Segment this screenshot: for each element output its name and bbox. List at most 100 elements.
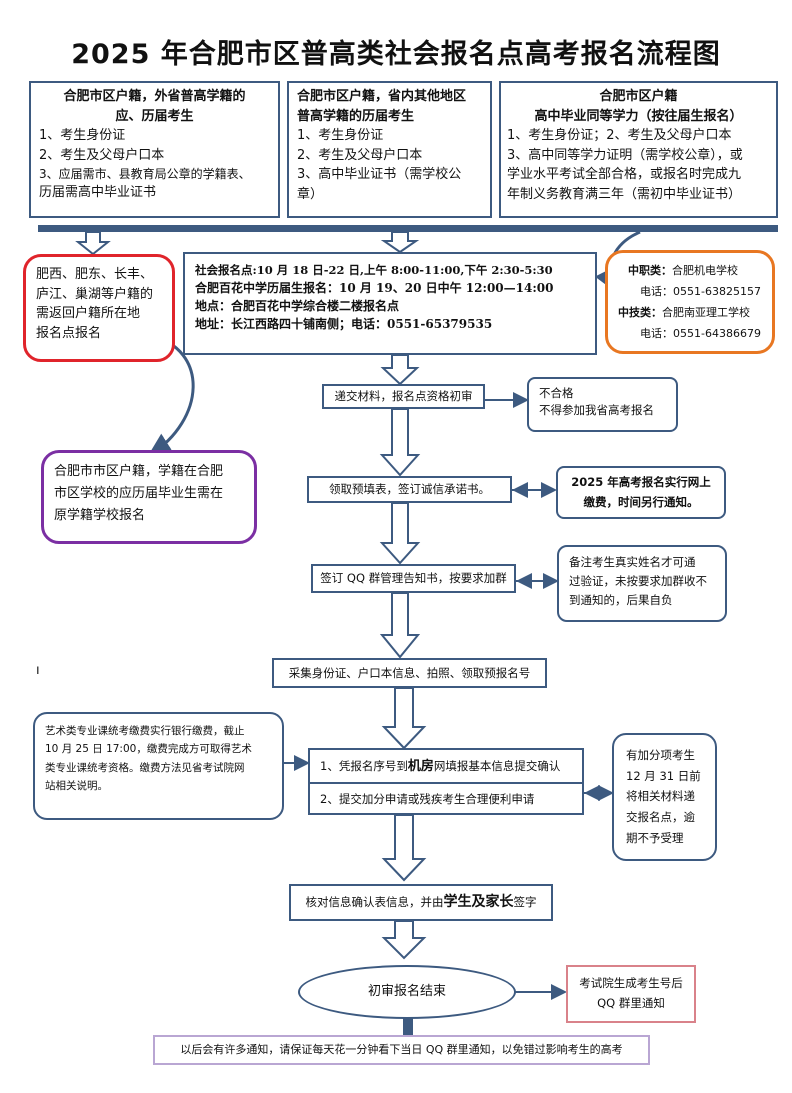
end-label: 初审报名结束: [367, 984, 446, 999]
qq-name-note: 备注考生真实姓名才可通 过验证，未按要求加群收不 到通知的，后果自负: [557, 545, 727, 622]
note-line: 缴费，时间另行通知。: [583, 494, 699, 509]
end-to-footer-bar: [403, 1010, 413, 1044]
req-item: 2、考生及父母户口本: [297, 147, 423, 163]
req-box-heading: 普高学籍的历届考生: [297, 108, 415, 124]
step-label-part: 核对信息确认表信息，并由: [305, 895, 444, 909]
note-line: 肥西、肥东、长丰、: [36, 267, 154, 282]
note-line: 艺术类专业课统考缴费实行银行缴费，截止: [45, 725, 245, 737]
urban-household-note: 合肥市市区户籍，学籍在合肥 市区学校的应历届毕业生需在 原学籍学校报名: [41, 450, 257, 544]
school-name: 合肥机电学校: [672, 264, 738, 277]
arrow-to-center-info: [380, 231, 420, 254]
divider-bar: [38, 225, 778, 232]
reject-note: 不合格 不得参加我省高考报名: [527, 377, 678, 432]
step-label: 递交材料，报名点资格初审: [334, 389, 473, 403]
info-line: 地址：长江西路四十铺南侧；电话：0551-65379535: [195, 317, 493, 332]
arrow-to-left-red: [75, 231, 111, 256]
step-join-qq-group: 签订 QQ 群管理告知书，按要求加群: [311, 564, 516, 593]
fee-note: 2025 年高考报名实行网上 缴费，时间另行通知。: [556, 466, 726, 519]
req-box-heading: 合肥市区户籍，省内其他地区: [297, 89, 467, 104]
exam-number-note: 考试院生成考生号后 QQ 群里通知: [566, 965, 696, 1023]
req-box-heading: 合肥市区户籍: [599, 89, 678, 104]
note-line: 需返回户籍所在地: [36, 306, 141, 321]
req-item: 1、考生身份证；2、考生及父母户口本: [507, 128, 732, 143]
stray-mark: ı: [36, 663, 40, 678]
note-line: 站相关说明。: [45, 780, 108, 793]
req-item: 学业水平考试全部合格，或报名时完成九: [507, 167, 742, 182]
step-label: 签订 QQ 群管理告知书，按要求加群: [320, 571, 507, 585]
info-line: 社会报名点:10 月 18 日-22 日,上午 8:00-11:00,下午 2:…: [195, 263, 553, 277]
req-item: 历届需高中毕业证书: [39, 185, 157, 200]
step-collect-form: 领取预填表，签订诚信承诺书。: [307, 476, 512, 503]
req-item: 章）: [297, 186, 324, 202]
req-item: 1、考生身份证: [297, 128, 384, 143]
step-label: 采集身份证、户口本信息、拍照、领取预报名号: [288, 666, 531, 680]
category-label: 中技类：: [618, 305, 662, 319]
step-label-emphasis: 学生及家长: [443, 894, 514, 910]
category-label: 中职类：: [628, 264, 672, 277]
note-line: 市区学校的应历届毕业生需在: [54, 486, 224, 502]
arrow-s5-to-s6: [381, 814, 427, 882]
step-verify-sign: 核对信息确认表信息，并由学生及家长签字: [289, 884, 553, 921]
bonus-deadline-note: 有加分项考生 12 月 31 日前 将相关材料递 交报名点，逾 期不予受理: [612, 733, 717, 861]
req-box-heading: 高中毕业同等学力（按往届生报名）: [534, 108, 743, 124]
note-line: 报名点报名: [36, 325, 102, 341]
step-label: 领取预填表，签订诚信承诺书。: [329, 482, 490, 496]
note-line: 12 月 31 日前: [626, 768, 701, 783]
req-box-heading: 应、历届考生: [115, 108, 194, 124]
note-line: 10 月 25 日 17:00，缴费完成方可取得艺术: [45, 743, 252, 756]
footer-notice: 以后会有许多通知，请保证每天花一分钟看下当日 QQ 群里通知，以免错过影响考生的…: [153, 1035, 650, 1065]
arrow-info-to-s1: [380, 354, 420, 386]
note-line: 考试院生成考生号后: [579, 976, 683, 990]
req-item: 3、高中毕业证书（需学校公: [297, 167, 462, 182]
note-line: 合肥市市区户籍，学籍在合肥: [54, 464, 224, 479]
art-fee-note: 艺术类专业课统考缴费实行银行缴费，截止 10 月 25 日 17:00，缴费完成…: [33, 712, 284, 820]
req-box-in-province: 合肥市区户籍，省内其他地区 普高学籍的历届考生 1、考生身份证 2、考生及父母户…: [287, 81, 492, 218]
req-item: 3、应届需市、县教育局公章的学籍表、: [39, 167, 251, 181]
arrow-s1-to-s2: [379, 408, 421, 477]
req-item: 1、考生身份证: [39, 128, 126, 143]
note-line: 到通知的，后果自负: [569, 592, 673, 607]
footer-text: 以后会有许多通知，请保证每天花一分钟看下当日 QQ 群里通知，以免错过影响考生的…: [180, 1043, 623, 1056]
req-item: 3、高中同等学力证明（需学校公章），或: [507, 147, 743, 163]
arrow-s6-to-end: [381, 920, 427, 960]
step-label: 2、提交加分申请或残疾考生合理便利申请: [320, 792, 535, 806]
info-line: 地点：合肥百花中学综合楼二楼报名点: [195, 299, 400, 314]
step-collect-info: 采集身份证、户口本信息、拍照、领取预报名号: [272, 658, 547, 688]
info-line: 合肥百花中学历届生报名：10 月 19、20 日中午 12:00—14:00: [195, 281, 554, 296]
note-line: 将相关材料递: [626, 789, 695, 804]
note-line: 不合格: [539, 386, 574, 400]
note-line: 有加分项考生: [626, 748, 695, 762]
step-label-part: 签字: [513, 895, 537, 909]
school-name: 合肥南亚理工学校: [662, 305, 750, 319]
school-phone: 电话：0551-64386679: [640, 326, 761, 340]
note-line: 不得参加我省高考报名: [539, 403, 654, 418]
note-line: 2025 年高考报名实行网上: [571, 475, 711, 489]
step-label-part: 1、凭报名序号到: [320, 759, 408, 773]
school-phone: 电话：0551-63825157: [640, 284, 761, 298]
arrow-s2-to-s3: [379, 502, 421, 565]
note-line: 类专业课统考资格。缴费方法见省考试院网: [45, 761, 245, 774]
note-line: 交报名点，逾: [626, 810, 695, 825]
step-label-emphasis: 机房: [407, 759, 434, 774]
arrow-s4-to-s5: [381, 687, 427, 750]
note-line: 原学籍学校报名: [54, 508, 146, 524]
req-box-equivalent: 合肥市区户籍 高中毕业同等学力（按往届生报名） 1、考生身份证；2、考生及父母户…: [499, 81, 778, 218]
note-line: QQ 群里通知: [597, 995, 665, 1010]
step-label-part: 网填报基本信息提交确认: [433, 759, 561, 773]
registration-point-info: 社会报名点:10 月 18 日-22 日,上午 8:00-11:00,下午 2:…: [183, 252, 597, 355]
step-bonus-application-row: 2、提交加分申请或残疾考生合理便利申请: [310, 784, 582, 814]
vocational-line: 中职类：合肥机电学校: [614, 261, 766, 282]
req-item: 年制义务教育满三年（需初中毕业证书）: [507, 186, 742, 202]
county-household-note: 肥西、肥东、长丰、 庐江、巢湖等户籍的 需返回户籍所在地 报名点报名: [23, 254, 175, 362]
vocational-line: 中技类：合肥南亚理工学校: [614, 303, 766, 324]
note-line: 过验证，未按要求加群收不: [569, 573, 707, 588]
step-online-submission: 1、凭报名序号到机房网填报基本信息提交确认 2、提交加分申请或残疾考生合理便利申…: [308, 748, 584, 815]
note-line: 庐江、巢湖等户籍的: [36, 286, 154, 302]
req-box-heading: 合肥市区户籍，外省普高学籍的: [63, 89, 246, 104]
req-item: 2、考生及父母户口本: [39, 147, 165, 163]
arrow-s3-to-s4: [379, 592, 421, 659]
note-line: 期不予受理: [626, 830, 684, 845]
note-line: 备注考生真实姓名才可通: [569, 555, 696, 569]
step-submit-materials: 递交材料，报名点资格初审: [322, 384, 485, 409]
